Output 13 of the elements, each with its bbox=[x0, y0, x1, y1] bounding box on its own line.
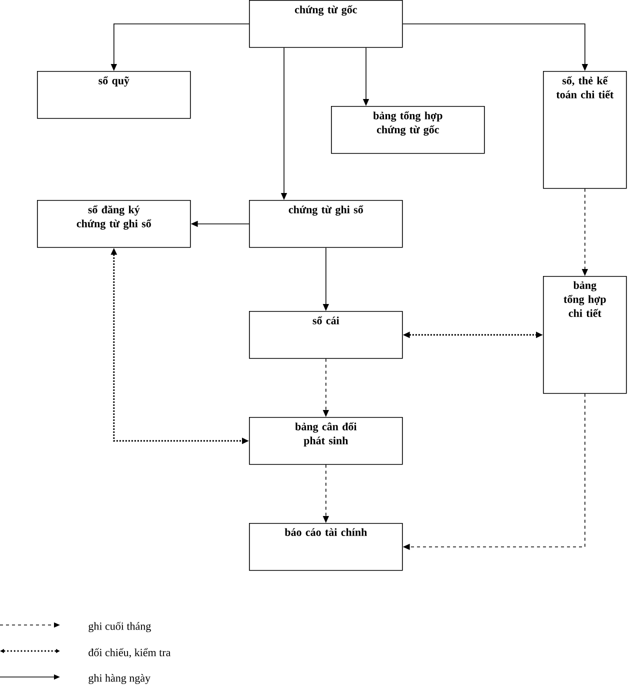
legend-text: ghi hàng ngày bbox=[88, 674, 150, 684]
process-box: chứng từ ghi sổ bbox=[249, 200, 403, 248]
process-box: sổ đăng ký chứng từ ghi sổ bbox=[37, 200, 191, 248]
legend-text: đối chiếu, kiểm tra bbox=[88, 648, 171, 658]
process-box: bảng cân đối phát sinh bbox=[249, 417, 403, 465]
process-box: bảng tổng hợp chi tiết bbox=[543, 276, 627, 394]
process-box: số, thẻ kế toán chi tiết bbox=[543, 71, 627, 189]
process-box: bảng tổng hợp chứng từ gốc bbox=[331, 106, 485, 154]
process-box: báo cáo tài chính bbox=[249, 523, 403, 571]
process-box: chứng từ gốc bbox=[249, 0, 403, 48]
process-box: sổ quỹ bbox=[37, 71, 191, 119]
legend-text: ghi cuối tháng bbox=[88, 622, 151, 632]
process-box: sổ cái bbox=[249, 311, 403, 359]
